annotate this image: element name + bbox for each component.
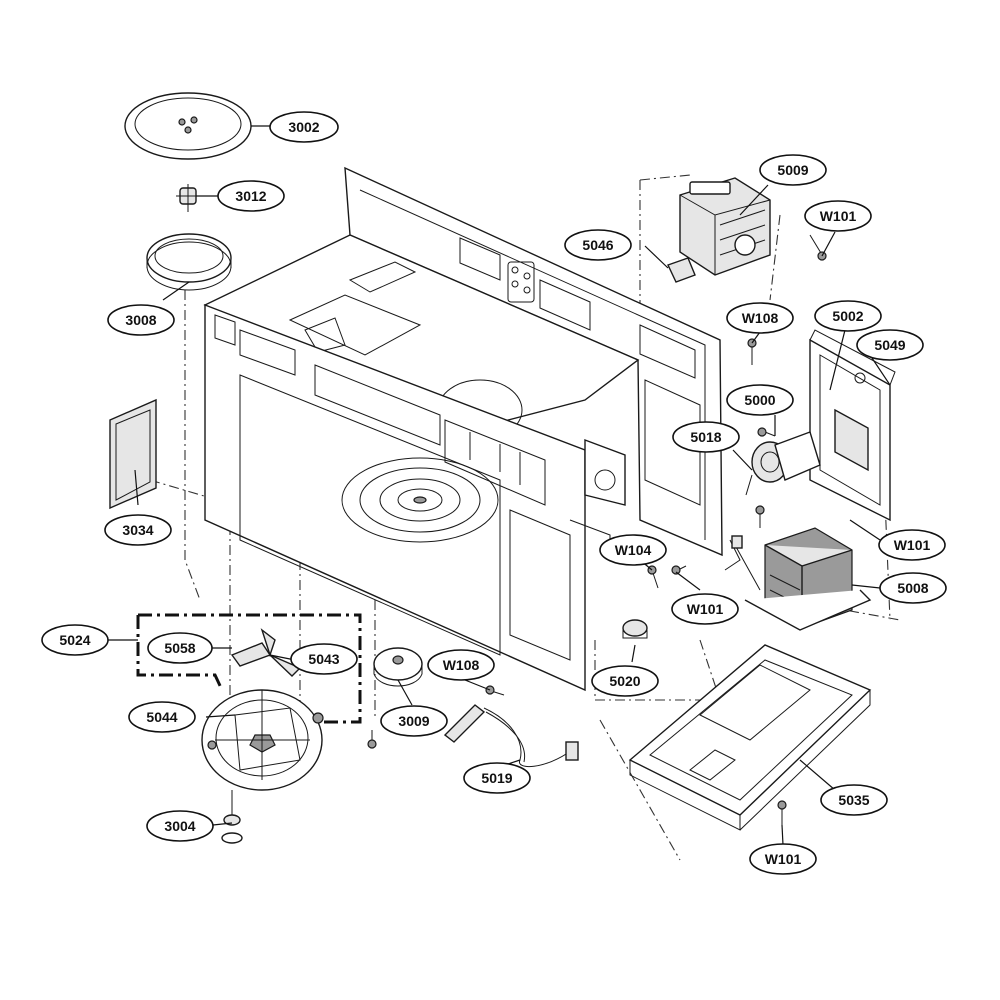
callout-w101-mid: W101 bbox=[671, 593, 739, 625]
callout-5058: 5058 bbox=[147, 632, 213, 664]
callout-3004: 3004 bbox=[146, 810, 214, 842]
glass-tray-part bbox=[124, 92, 252, 160]
callout-3012-label: 3012 bbox=[235, 188, 266, 204]
callout-5020: 5020 bbox=[591, 665, 659, 697]
callout-5018: 5018 bbox=[672, 421, 740, 453]
coupler-part bbox=[176, 184, 200, 212]
thermal-cutout-part bbox=[667, 257, 696, 283]
callout-3034-label: 3034 bbox=[122, 522, 153, 538]
callout-w104-label: W104 bbox=[615, 542, 652, 558]
callout-3008: 3008 bbox=[107, 304, 175, 336]
callout-w108-upper: W108 bbox=[726, 302, 794, 334]
callout-5024: 5024 bbox=[41, 624, 109, 656]
callout-3008-label: 3008 bbox=[125, 312, 156, 328]
waveguide-cover-part bbox=[109, 398, 157, 510]
callout-5009-label: 5009 bbox=[777, 162, 808, 178]
callout-3002: 3002 bbox=[269, 111, 339, 143]
callout-w101-mid-label: W101 bbox=[687, 601, 724, 617]
base-plate-part bbox=[628, 644, 872, 831]
callout-5046: 5046 bbox=[564, 229, 632, 261]
callout-5044: 5044 bbox=[128, 701, 196, 733]
callout-3002-label: 3002 bbox=[288, 119, 319, 135]
callout-5019-label: 5019 bbox=[481, 770, 512, 786]
callout-5046-label: 5046 bbox=[582, 237, 613, 253]
callout-w108-upper-label: W108 bbox=[742, 310, 779, 326]
callout-5035: 5035 bbox=[820, 784, 888, 816]
callout-w101-bottom: W101 bbox=[749, 843, 817, 875]
callout-5002-label: 5002 bbox=[832, 308, 863, 324]
callout-5008-label: 5008 bbox=[897, 580, 928, 596]
callout-w104: W104 bbox=[599, 534, 667, 566]
callout-5043-label: 5043 bbox=[308, 651, 339, 667]
thermostat-part bbox=[622, 619, 648, 639]
callout-w101-right-label: W101 bbox=[894, 537, 931, 553]
callout-5008: 5008 bbox=[879, 572, 947, 604]
callout-5019: 5019 bbox=[463, 762, 531, 794]
wire-harness-part bbox=[443, 704, 579, 768]
callout-5000-label: 5000 bbox=[744, 392, 775, 408]
callout-5020-label: 5020 bbox=[609, 673, 640, 689]
transformer-part bbox=[724, 527, 872, 631]
callout-5000: 5000 bbox=[726, 384, 794, 416]
callout-w101-top: W101 bbox=[804, 200, 872, 232]
callout-3012: 3012 bbox=[217, 180, 285, 212]
callout-5044-label: 5044 bbox=[146, 709, 177, 725]
leader-lines bbox=[107, 125, 891, 846]
callout-5049: 5049 bbox=[856, 329, 924, 361]
fan-motor-part bbox=[745, 431, 821, 496]
callout-5043: 5043 bbox=[290, 643, 358, 675]
callout-w108-lower-label: W108 bbox=[443, 657, 480, 673]
callout-5058-label: 5058 bbox=[164, 640, 195, 656]
callout-5009: 5009 bbox=[759, 154, 827, 186]
callout-5024-label: 5024 bbox=[59, 632, 90, 648]
stirrer-motor-part bbox=[373, 647, 423, 687]
callout-5049-label: 5049 bbox=[874, 337, 905, 353]
callout-w108-lower: W108 bbox=[427, 649, 495, 681]
oven-cavity-part bbox=[203, 166, 723, 692]
callout-w101-bottom-label: W101 bbox=[765, 851, 802, 867]
callout-5018-label: 5018 bbox=[690, 429, 721, 445]
callout-5035-label: 5035 bbox=[838, 792, 869, 808]
callout-w101-right: W101 bbox=[878, 529, 946, 561]
callout-3034: 3034 bbox=[104, 514, 172, 546]
callout-w101-top-label: W101 bbox=[820, 208, 857, 224]
callout-3009: 3009 bbox=[380, 705, 448, 737]
callout-5002: 5002 bbox=[814, 300, 882, 332]
callout-3009-label: 3009 bbox=[398, 713, 429, 729]
callout-3004-label: 3004 bbox=[164, 818, 195, 834]
roller-ring-part bbox=[146, 233, 232, 291]
magnetron-part bbox=[679, 177, 771, 276]
